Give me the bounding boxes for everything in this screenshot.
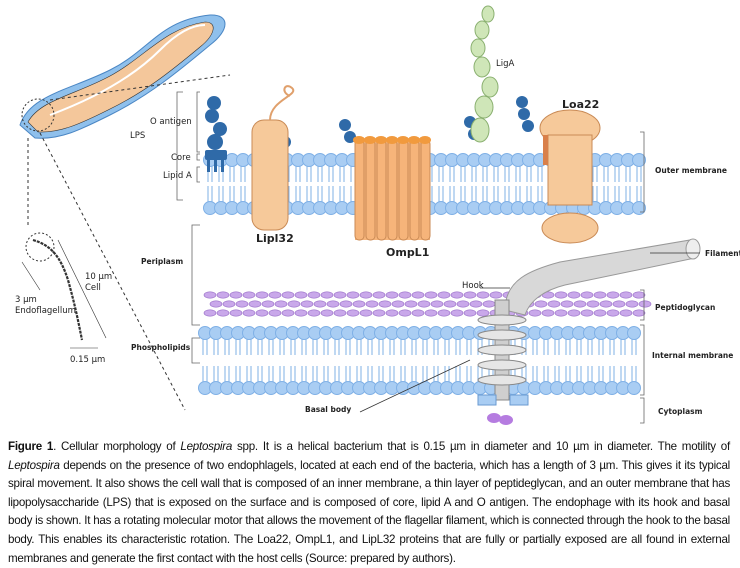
basal-body-label: Basal body bbox=[305, 405, 351, 414]
caption-label: Figure 1 bbox=[8, 440, 54, 453]
leptospira-diagram: 3 µm Endoflagellum 10 µm Cell 0.15 µm bbox=[15, 5, 740, 425]
ompl1-label: OmpL1 bbox=[386, 246, 429, 259]
peptidoglycan-label: Peptidoglycan bbox=[655, 303, 715, 312]
lipid-a-label: Lipid A bbox=[163, 171, 192, 181]
diameter-label: 0.15 µm bbox=[70, 355, 105, 365]
outer-membrane-label: Outer membrane bbox=[655, 166, 727, 175]
flagellar-motor bbox=[477, 238, 701, 425]
loa22-label: Loa22 bbox=[562, 98, 599, 111]
peptidoglycan-layer bbox=[203, 291, 652, 317]
cell-label: Cell bbox=[85, 283, 101, 293]
endoflagellum-label: Endoflagellum bbox=[15, 306, 76, 316]
zoom-lines bbox=[27, 74, 231, 411]
hook-label: Hook bbox=[462, 281, 484, 291]
o-antigen-label: O antigen bbox=[150, 117, 192, 127]
loa22-protein bbox=[539, 109, 601, 244]
filament-label: Filament bbox=[705, 249, 740, 258]
endoflagellum-length: 3 µm bbox=[15, 295, 37, 305]
brackets bbox=[176, 91, 700, 424]
bacterium-illustration bbox=[19, 14, 226, 139]
liga-protein bbox=[470, 5, 499, 143]
cytoplasm-label: Cytoplasm bbox=[658, 407, 703, 416]
lipl32-protein bbox=[251, 85, 295, 231]
internal-membrane-label: Internal membrane bbox=[652, 351, 733, 360]
phospholipids-label: Phospholipids bbox=[131, 343, 191, 352]
lps-label: LPS bbox=[130, 131, 145, 141]
internal-membrane bbox=[198, 326, 641, 395]
endoflagellum-illustration: 3 µm Endoflagellum 10 µm Cell 0.15 µm bbox=[15, 232, 112, 365]
figure-caption: Figure 1. Cellular morphology of Leptosp… bbox=[8, 440, 730, 565]
cell-length: 10 µm bbox=[85, 272, 112, 282]
core-label: Core bbox=[171, 153, 191, 163]
lipl32-label: Lipl32 bbox=[256, 232, 294, 245]
liga-label: LigA bbox=[496, 59, 514, 69]
ompl1-protein bbox=[353, 136, 431, 241]
periplasm-label: Periplasm bbox=[141, 257, 183, 266]
